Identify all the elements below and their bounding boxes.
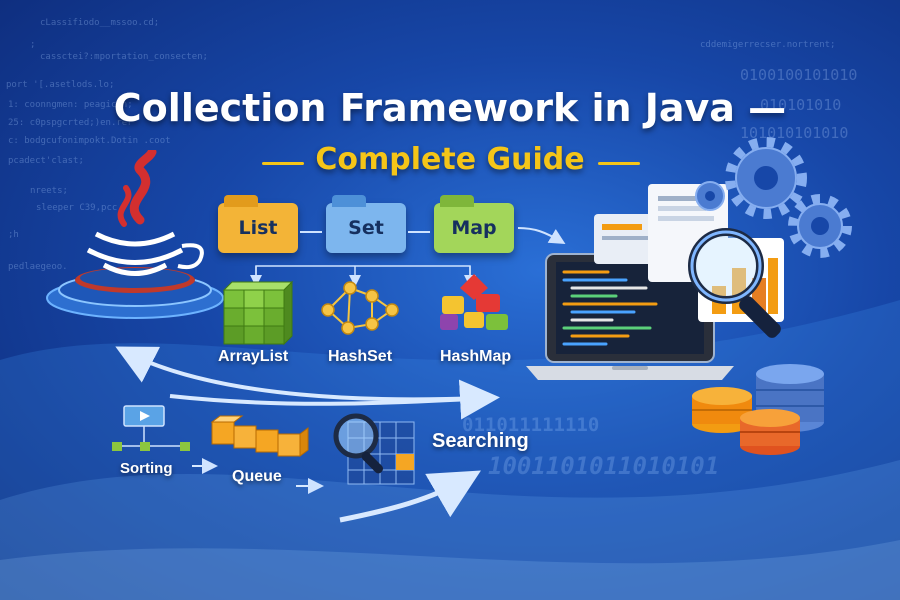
page-subtitle: Complete Guide	[315, 142, 585, 177]
queue-cubes-icon	[210, 415, 309, 457]
binary-line: 1001101011010101	[488, 452, 719, 480]
title-decoration	[262, 162, 304, 165]
sorting-flow-icon	[112, 405, 190, 451]
node-graph-icon	[321, 281, 399, 335]
gears-icon	[695, 137, 852, 258]
folder-list: List	[218, 195, 298, 253]
operation-label: Searching	[432, 430, 529, 452]
folder-map: Map	[434, 195, 514, 253]
folder-label: List	[238, 217, 278, 239]
colored-blocks-icon	[440, 274, 508, 330]
folder-set: Set	[326, 195, 406, 253]
magnifying-glass-icon	[688, 228, 781, 338]
page-title: Collection Framework in Java —	[113, 86, 787, 130]
folder-label: Set	[348, 217, 384, 239]
title-decoration	[598, 162, 640, 165]
green-cubes-icon	[222, 280, 294, 346]
binary-line: 010101010	[760, 96, 842, 114]
implementation-label: HashMap	[440, 348, 512, 365]
implementation-label: ArrayList	[218, 348, 289, 365]
operation-label: Sorting	[120, 460, 173, 477]
implementation-label: HashSet	[328, 348, 393, 365]
database-stack-icon	[692, 364, 824, 455]
search-grid-icon	[333, 413, 415, 485]
java-logo-icon	[46, 150, 224, 319]
folder-label: Map	[451, 217, 497, 239]
binary-line: 0100100101010	[740, 66, 858, 84]
operation-label: Queue	[232, 468, 282, 485]
